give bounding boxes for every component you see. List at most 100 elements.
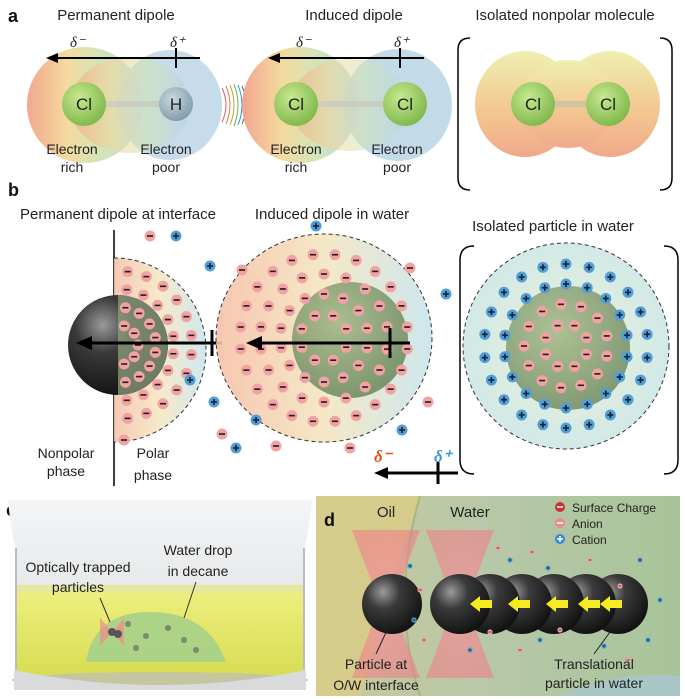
- anion-icon: [180, 311, 192, 323]
- cation-icon: [621, 351, 633, 363]
- cation-icon: [604, 271, 616, 283]
- nonpolar-phase-label: Nonpolar: [38, 445, 95, 461]
- water-label: Water: [450, 504, 489, 521]
- anion-icon: [296, 392, 308, 404]
- anion-icon: [137, 389, 149, 401]
- water-drop-label: in decane: [168, 563, 229, 579]
- anion-icon: [552, 360, 564, 372]
- bracket-right: [659, 37, 673, 191]
- anion-icon: [318, 268, 330, 280]
- anion-icon: [580, 332, 592, 344]
- anion-icon: [359, 283, 371, 295]
- anion-icon: [601, 330, 613, 342]
- electron-rich-label: rich: [61, 159, 84, 175]
- anion-icon: [591, 312, 603, 324]
- atom-label: Cl: [288, 95, 304, 114]
- electron-rich-label: Electron: [270, 141, 321, 157]
- anion-icon: [157, 398, 169, 410]
- cation-icon: [520, 293, 532, 305]
- cation-icon: [499, 329, 511, 341]
- cation-icon: [581, 398, 593, 410]
- trapped-particles-label: particles: [52, 579, 104, 595]
- anion-icon: [263, 300, 275, 312]
- anion-icon: [318, 376, 330, 388]
- anion-icon: [361, 342, 373, 354]
- anion-icon: [251, 383, 263, 395]
- cation-icon: [230, 442, 242, 454]
- cation-icon: [485, 306, 497, 318]
- anion-icon: [587, 557, 593, 563]
- optical-trap-icon: [100, 618, 124, 646]
- leader-line: [183, 581, 197, 619]
- anion-icon: [267, 399, 279, 411]
- cation-icon: [537, 261, 549, 273]
- panel-a-letter: a: [8, 6, 19, 26]
- anion-icon: [340, 323, 352, 335]
- anion-icon: [133, 371, 145, 383]
- delta-plus-legend: δ⁺: [434, 447, 454, 466]
- anion-icon: [552, 320, 564, 332]
- anion-icon: [601, 350, 613, 362]
- cl-atom: [62, 82, 106, 126]
- cation-icon: [506, 371, 518, 383]
- anion-icon: [344, 442, 356, 454]
- anion-icon: [361, 322, 373, 334]
- atom-label: Cl: [525, 95, 541, 114]
- legend-cation: Cation: [572, 533, 607, 547]
- anion-icon: [286, 410, 298, 422]
- anion-icon: [284, 305, 296, 317]
- panel-b-letter: b: [8, 180, 19, 200]
- anion-icon: [350, 254, 362, 266]
- free-ions: [118, 220, 452, 454]
- anion-icon: [171, 294, 183, 306]
- anion-icon: [337, 292, 349, 304]
- delta-minus-label: δ⁻: [70, 35, 86, 51]
- dipole-legend-arrow: [374, 462, 458, 484]
- anion-icon: [487, 629, 493, 635]
- anion-icon: [216, 428, 228, 440]
- anion-icon: [277, 381, 289, 393]
- cation-icon: [506, 309, 518, 321]
- anion-icon: [591, 368, 603, 380]
- cation-icon: [614, 371, 626, 383]
- atom-label: Cl: [76, 95, 92, 114]
- cation-icon: [560, 258, 572, 270]
- anion-icon: [337, 372, 349, 384]
- anion-icon: [296, 272, 308, 284]
- isolated-molecule-title: Isolated nonpolar molecule: [475, 7, 654, 24]
- leader-line: [593, 631, 611, 655]
- anion-icon: [119, 376, 131, 388]
- translational-particle-label: Translational: [554, 656, 634, 672]
- water-drop-label: Water drop: [164, 542, 233, 558]
- translational-particle-label: particle in water: [545, 675, 643, 691]
- anion-icon: [401, 321, 413, 333]
- cation-icon: [601, 643, 607, 649]
- trapped-particles-label: Optically trapped: [25, 559, 130, 575]
- cation-icon: [440, 288, 452, 300]
- electron-poor-label: Electron: [371, 141, 422, 157]
- cation-icon: [545, 565, 551, 571]
- delta-plus-label: δ⁺: [170, 35, 186, 51]
- anion-icon: [517, 647, 523, 653]
- induced-water-title: Induced dipole in water: [255, 206, 409, 223]
- cation-icon: [560, 278, 572, 290]
- anion-icon: [122, 266, 134, 278]
- cation-icon: [485, 374, 497, 386]
- anion-icon: [118, 358, 130, 370]
- h-atom: [159, 87, 193, 121]
- panel-d-letter: d: [324, 510, 335, 530]
- cation-icon: [539, 398, 551, 410]
- anion-icon: [536, 375, 548, 387]
- anion-icon: [267, 265, 279, 277]
- anion-icon: [122, 412, 134, 424]
- anion-icon: [240, 364, 252, 376]
- cl-atom: [586, 82, 630, 126]
- anion-icon: [157, 280, 169, 292]
- polar-phase-label: Polar: [137, 445, 170, 461]
- anion-icon: [133, 307, 145, 319]
- bracket-right: [663, 245, 679, 475]
- cation-icon: [537, 637, 543, 643]
- atom-label: H: [170, 95, 182, 114]
- anion-icon: [144, 318, 156, 330]
- anion-icon: [422, 396, 434, 408]
